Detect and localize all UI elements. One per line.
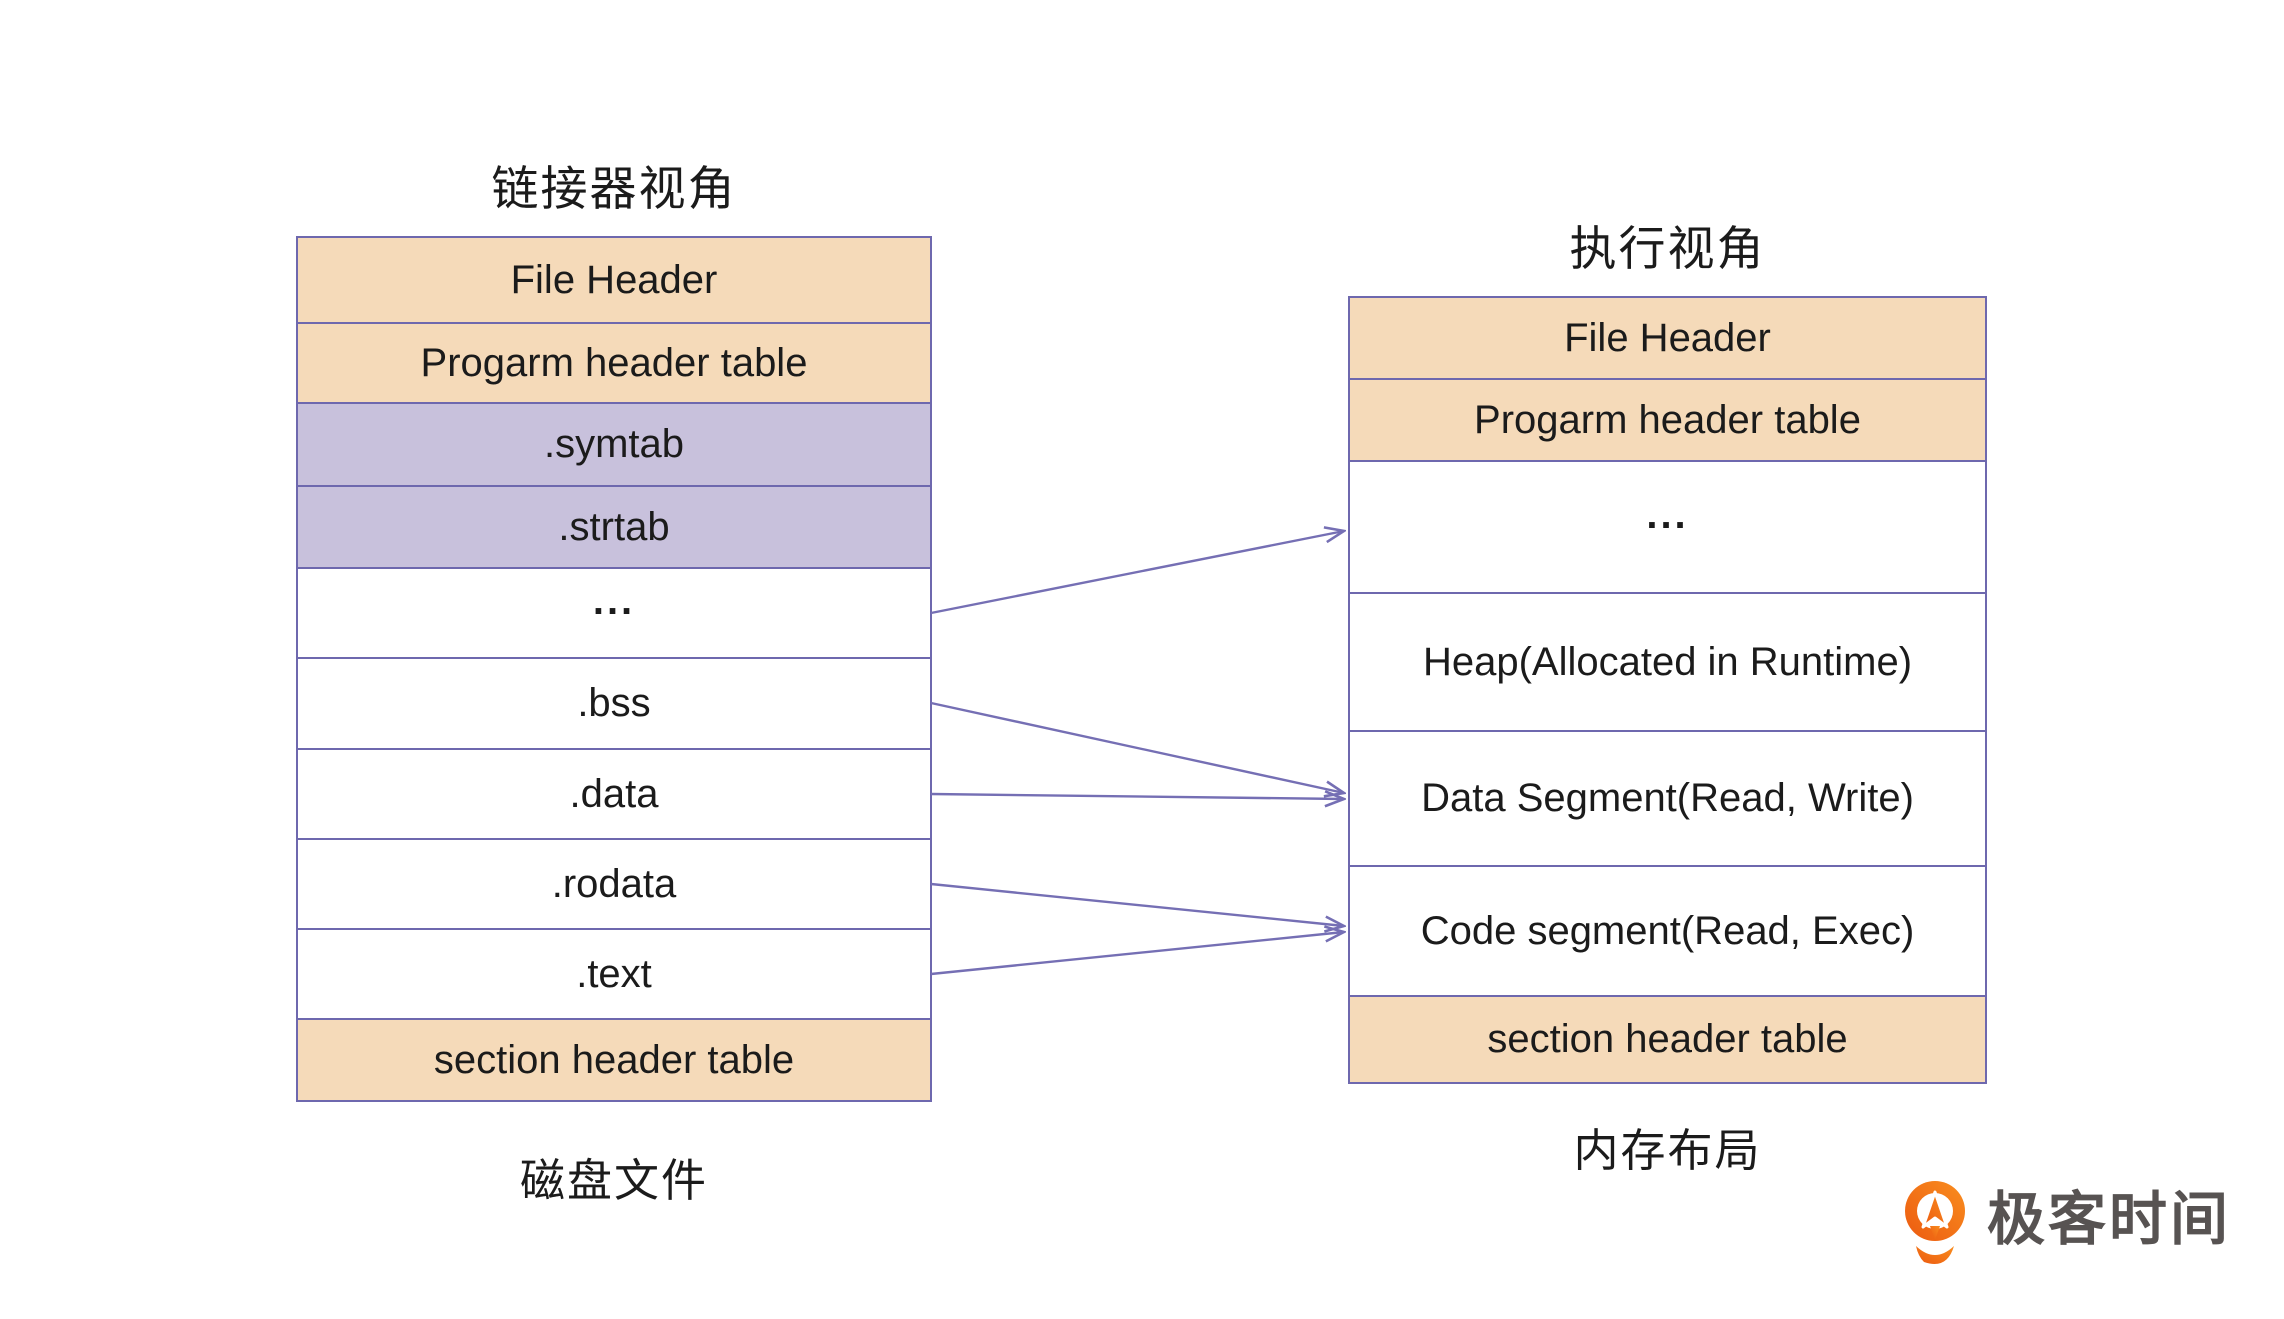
arrow-rodata-to-code-segment bbox=[930, 882, 1344, 926]
row-file-header-mem: File Header bbox=[1350, 298, 1985, 378]
execution-view-column: File Header Progarm header table ... Hea… bbox=[1348, 296, 1987, 1084]
row-program-header-table: Progarm header table bbox=[298, 322, 930, 402]
row-heap: Heap(Allocated in Runtime) bbox=[1350, 592, 1985, 730]
left-panel-caption: 磁盘文件 bbox=[519, 1155, 708, 1206]
row-ellipsis-mem: ... bbox=[1350, 460, 1985, 592]
row-file-header: File Header bbox=[298, 238, 930, 322]
linker-view-column: File Header Progarm header table .symtab… bbox=[296, 236, 932, 1102]
row-text: .text bbox=[298, 928, 930, 1018]
row-section-header-table: section header table bbox=[298, 1018, 930, 1100]
right-panel-title: 执行视角 bbox=[1569, 222, 1766, 275]
geektime-pin-icon bbox=[1905, 1181, 1965, 1264]
right-panel-caption: 内存布局 bbox=[1573, 1125, 1762, 1176]
arrow-bss-to-data-segment bbox=[930, 701, 1344, 793]
arrow-data-to-data-segment bbox=[930, 794, 1344, 799]
geektime-logo: 极客时间 bbox=[1905, 1180, 2231, 1272]
arrow-text-to-code-segment bbox=[930, 932, 1344, 976]
row-section-header-table-mem: section header table bbox=[1350, 995, 1985, 1082]
arrow-ellipsis-to-ellipsis bbox=[930, 531, 1344, 615]
row-ellipsis: ... bbox=[298, 567, 930, 657]
row-program-header-table-mem: Progarm header table bbox=[1350, 378, 1985, 460]
row-data: .data bbox=[298, 748, 930, 838]
row-bss: .bss bbox=[298, 657, 930, 748]
row-symtab: .symtab bbox=[298, 402, 930, 485]
row-data-segment: Data Segment(Read, Write) bbox=[1350, 730, 1985, 865]
left-panel-title: 链接器视角 bbox=[491, 162, 737, 215]
row-rodata: .rodata bbox=[298, 838, 930, 928]
row-code-segment: Code segment(Read, Exec) bbox=[1350, 865, 1985, 995]
row-strtab: .strtab bbox=[298, 485, 930, 567]
geektime-logo-text: 极客时间 bbox=[1987, 1187, 2232, 1252]
